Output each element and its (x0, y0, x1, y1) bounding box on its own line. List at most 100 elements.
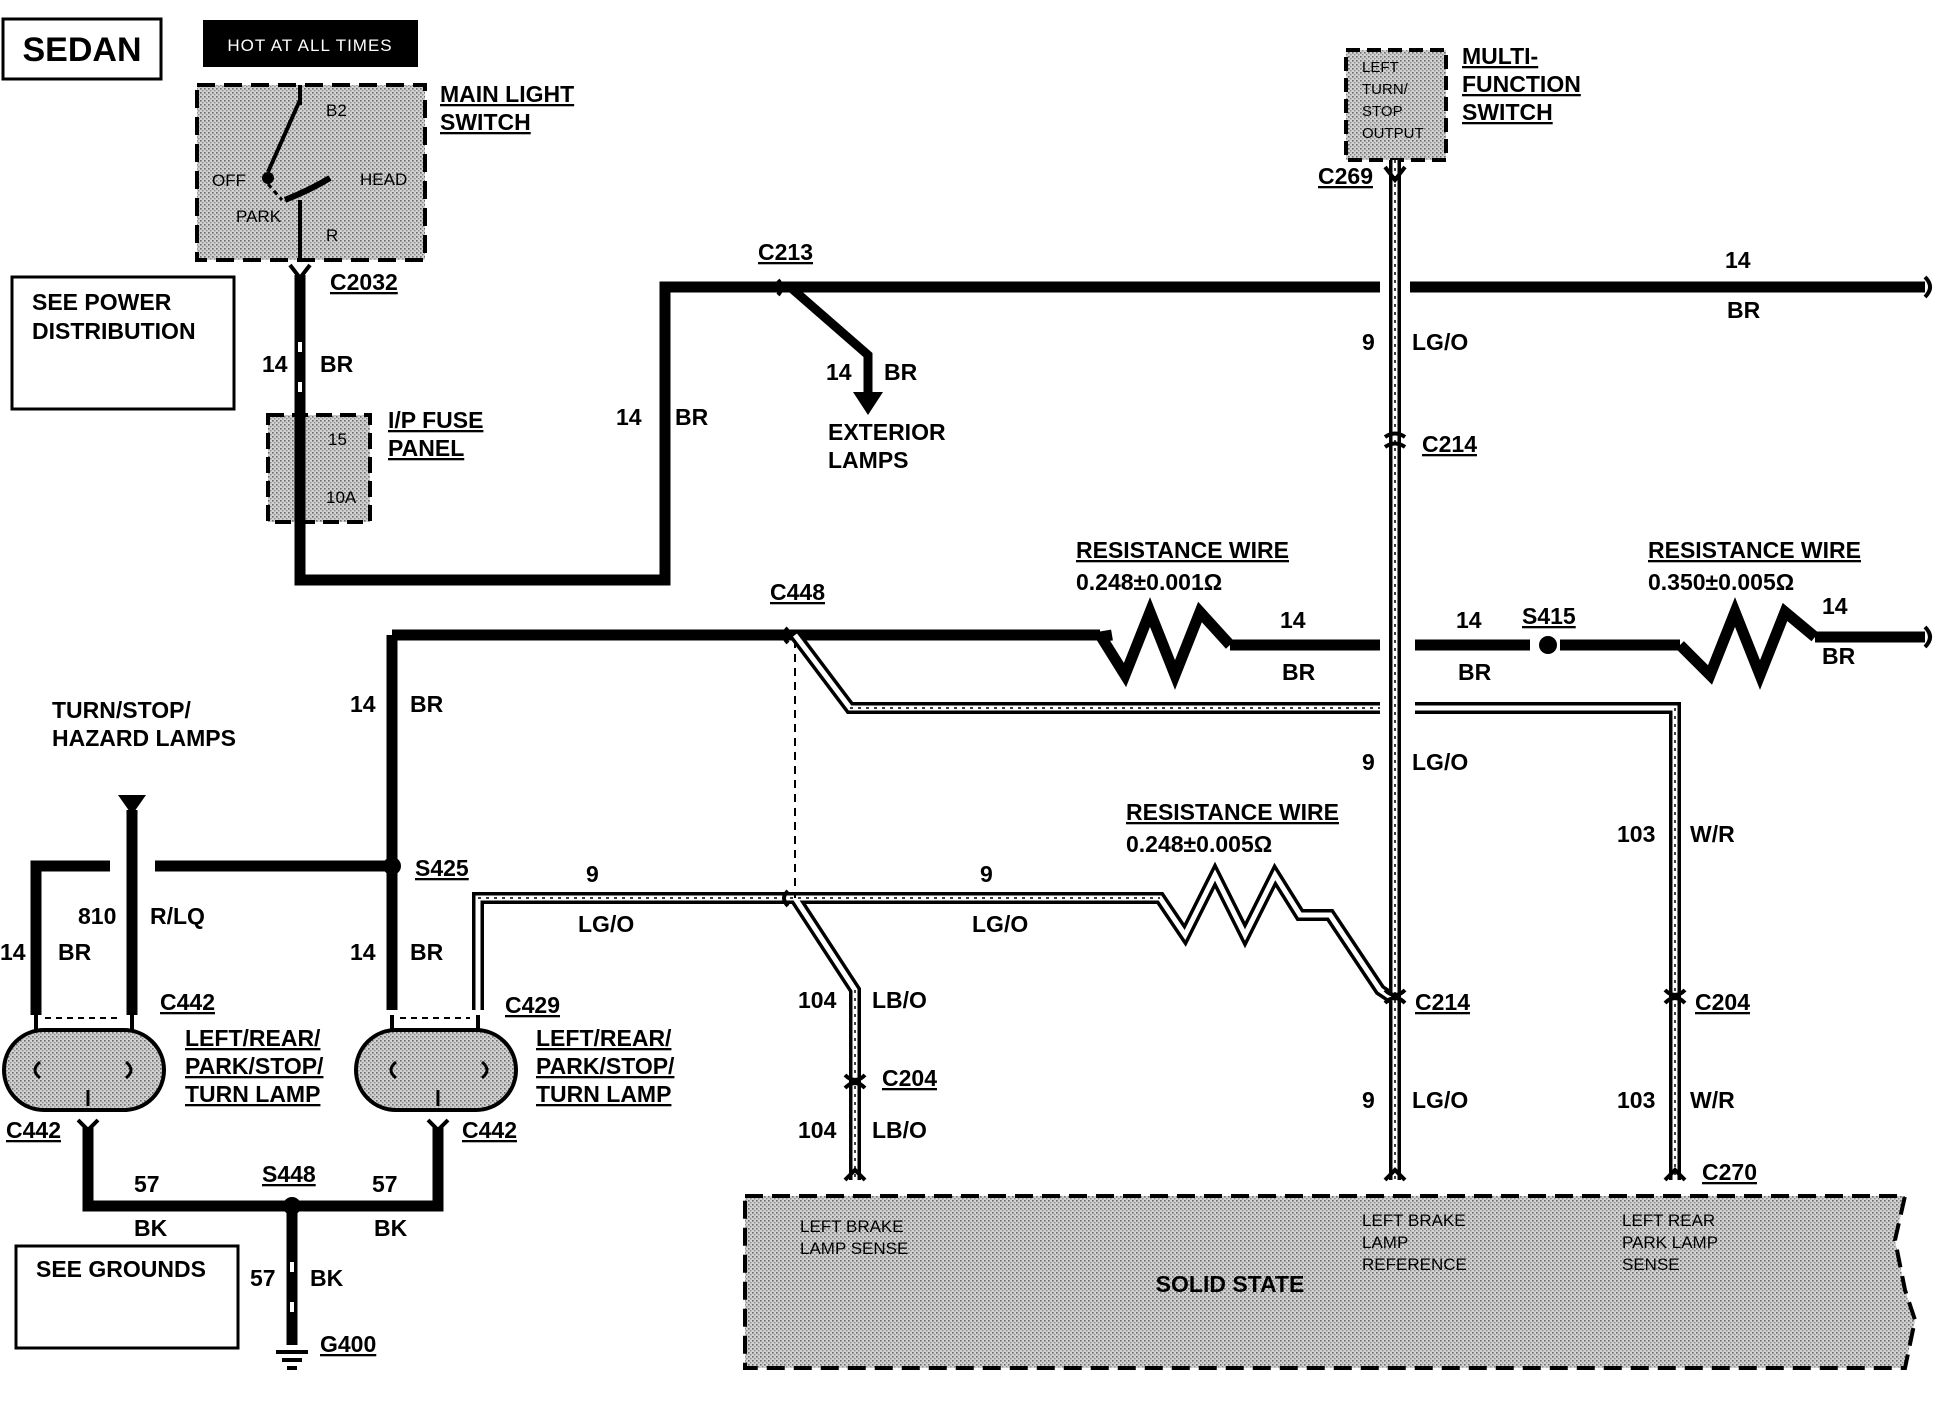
mfs-inner-line-1: LEFT (1362, 59, 1399, 76)
wire-color-lbo: LB/O (872, 987, 927, 1013)
pin2-line-3: REFERENCE (1362, 1255, 1467, 1274)
connector-c214-lower: C214 (1415, 989, 1470, 1015)
turn-stop-hazard-line-1: TURN/STOP/ (52, 697, 191, 723)
wire-code-104: 104 (798, 1117, 837, 1143)
wire-color-bk: BK (134, 1215, 168, 1241)
br-dashed-segments (290, 342, 302, 1312)
solid-state-module: SOLID STATE LEFT BRAKE LAMP SENSE LEFT B… (743, 1194, 1918, 1370)
resistance-wire-2-title: RESISTANCE WIRE (1648, 537, 1861, 563)
wire-color-br: BR (410, 939, 444, 965)
see-grounds-text: SEE GROUNDS (36, 1256, 206, 1282)
wire-color-br: BR (320, 351, 354, 377)
hazard-arrow (118, 795, 146, 815)
wire-code-9: 9 (586, 861, 599, 887)
wire-color-bk: BK (310, 1265, 344, 1291)
solid-state-title: SOLID STATE (1156, 1271, 1305, 1297)
splice-s415 (1539, 636, 1557, 654)
fuse-panel-title-2: PANEL (388, 435, 464, 461)
connector-c214-upper: C214 (1422, 431, 1477, 457)
wire-code-57: 57 (134, 1171, 160, 1197)
pin2-line-2: LAMP (1362, 1233, 1408, 1252)
mfs-title-1: MULTI- (1462, 43, 1538, 69)
left-rear-lamp-2 (354, 1015, 518, 1112)
fuse-number: 15 (328, 430, 347, 449)
lamp2-label-3: TURN LAMP (536, 1081, 671, 1107)
connector-c442-right: C442 (462, 1117, 517, 1143)
terminal-off-label: OFF (212, 171, 246, 190)
pin3-line-2: PARK LAMP (1622, 1233, 1718, 1252)
wire-code-9: 9 (980, 861, 993, 887)
wire-color-rlg: R/LQ (150, 903, 205, 929)
wire-color-lgo: LG/O (1412, 749, 1468, 775)
sedan-badge: SEDAN (1, 17, 163, 81)
splice-s448-label: S448 (262, 1161, 316, 1187)
ip-fuse-panel: 15 10A (266, 413, 372, 524)
wire-color-br: BR (58, 939, 92, 965)
splice-s448 (283, 1197, 301, 1215)
wire-code-14: 14 (1822, 593, 1848, 619)
connector-c269: C269 (1318, 163, 1373, 189)
exterior-lamps-arrow (853, 392, 883, 415)
turn-stop-hazard-line-2: HAZARD LAMPS (52, 725, 236, 751)
exterior-lamps-line-1: EXTERIOR (828, 419, 946, 445)
wire-code-14: 14 (0, 939, 26, 965)
resistance-wire-1-value: 0.248±0.001Ω (1076, 569, 1222, 595)
pin3-line-1: LEFT REAR (1622, 1211, 1715, 1230)
splice-s415-label: S415 (1522, 603, 1576, 629)
exterior-lamps-line-2: LAMPS (828, 447, 909, 473)
connector-c442-top: C442 (160, 989, 215, 1015)
lamp1-label-3: TURN LAMP (185, 1081, 320, 1107)
ground-g400-label: G400 (320, 1331, 376, 1357)
mfs-inner-line-4: OUTPUT (1362, 125, 1424, 142)
fuse-rating: 10A (326, 488, 357, 507)
terminal-park-label: PARK (236, 207, 282, 226)
multi-function-switch: LEFT TURN/ STOP OUTPUT (1344, 48, 1448, 162)
wire-color-lbo: LB/O (872, 1117, 927, 1143)
wire-code-14: 14 (1280, 607, 1306, 633)
striped-signal-wires (472, 160, 1681, 1180)
wire-code-14: 14 (1456, 607, 1482, 633)
wire-code-9: 9 (1362, 749, 1375, 775)
splice-s425-label: S425 (415, 855, 469, 881)
wire-code-14: 14 (262, 351, 288, 377)
main-light-switch: B2 OFF HEAD PARK R (195, 83, 427, 262)
wire-color-lgo: LG/O (578, 911, 634, 937)
resistance-wire-2-value: 0.350±0.005Ω (1648, 569, 1794, 595)
wire-color-br: BR (1727, 297, 1761, 323)
terminal-head-label: HEAD (360, 170, 407, 189)
mfs-title-3: SWITCH (1462, 99, 1553, 125)
ground-symbol (276, 1350, 308, 1370)
switch-blade (266, 99, 302, 173)
br-feed-wires (30, 275, 1925, 1345)
lamp1-label-1: LEFT/REAR/ (185, 1025, 321, 1051)
power-dist-line-2: DISTRIBUTION (32, 318, 196, 344)
wire-code-14: 14 (350, 691, 376, 717)
text-labels: C2032 C213 C269 C214 C214 C448 S415 S425… (0, 163, 1861, 1357)
connector-c448: C448 (770, 579, 825, 605)
wire-code-14: 14 (1725, 247, 1751, 273)
wire-code-14: 14 (826, 359, 852, 385)
connector-c442-left: C442 (6, 1117, 61, 1143)
wire-code-14: 14 (350, 939, 376, 965)
lamp1-label-2: PARK/STOP/ (185, 1053, 324, 1079)
lamp2-label-2: PARK/STOP/ (536, 1053, 675, 1079)
lamp2-label-1: LEFT/REAR/ (536, 1025, 672, 1051)
terminal-b2-label: B2 (326, 101, 347, 120)
mfs-inner-line-3: STOP (1362, 103, 1403, 120)
hot-at-all-times-banner: HOT AT ALL TIMES (203, 20, 418, 67)
wire-color-br: BR (1458, 659, 1492, 685)
connector-c2032: C2032 (330, 269, 398, 295)
wire-color-wr: W/R (1690, 1087, 1735, 1113)
pin3-line-3: SENSE (1622, 1255, 1680, 1274)
wire-color-br: BR (675, 404, 709, 430)
wire-continuation-top (1923, 275, 1932, 299)
wire-code-9: 9 (1362, 329, 1375, 355)
see-grounds-box: SEE GROUNDS (14, 1244, 240, 1350)
splice-s425 (383, 857, 401, 875)
main-light-switch-title-1: MAIN LIGHT (440, 81, 574, 107)
wire-color-wr: W/R (1690, 821, 1735, 847)
wire-code-14: 14 (616, 404, 642, 430)
wire-color-br: BR (410, 691, 444, 717)
wire-code-57: 57 (372, 1171, 398, 1197)
